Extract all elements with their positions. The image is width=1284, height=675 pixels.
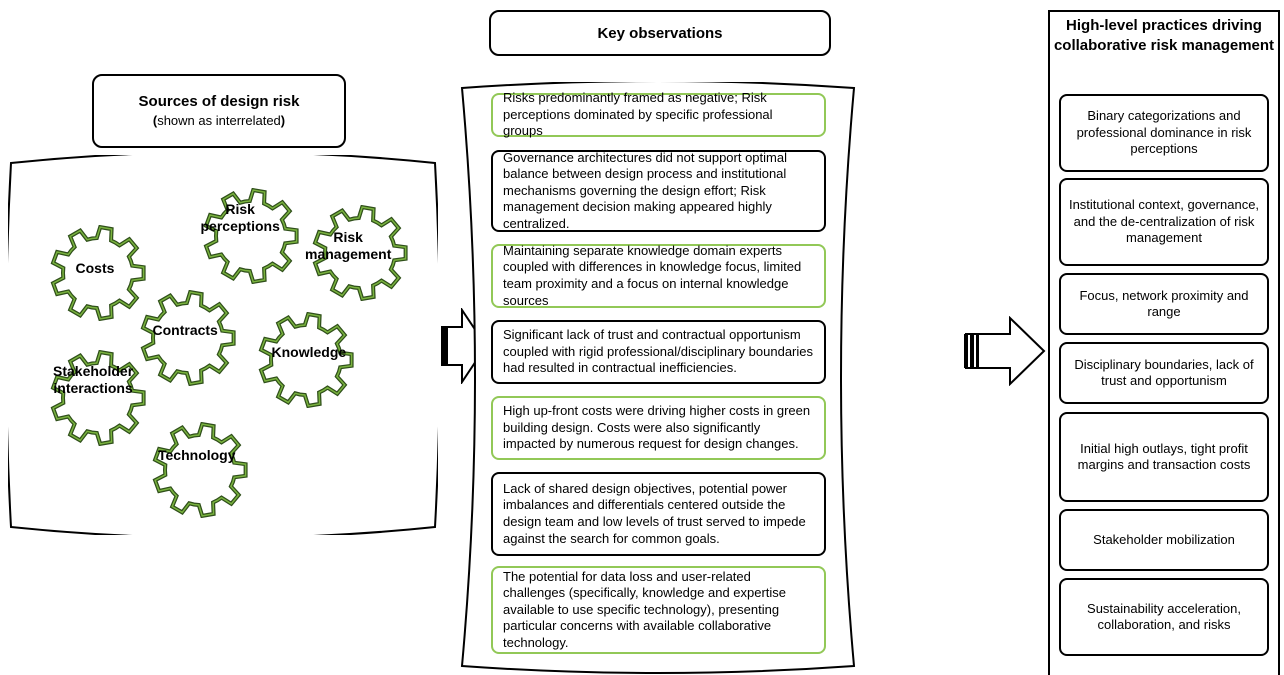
gear-label: Risk perceptions — [200, 201, 280, 234]
gear-icon — [50, 350, 146, 446]
practice-item: Disciplinary boundaries, lack of trust a… — [1059, 342, 1269, 404]
observation-item: Maintaining separate knowledge domain ex… — [491, 243, 826, 308]
practices-title: High-level practices driving collaborati… — [1053, 17, 1275, 54]
observation-item: Lack of shared design objectives, potent… — [491, 472, 826, 556]
gear-icon — [152, 422, 248, 518]
gear-label: Costs — [75, 259, 115, 276]
observation-item: High up-front costs were driving higher … — [491, 396, 826, 460]
observations-title: Key observations — [597, 24, 723, 42]
sources-title-box: Sources of design risk (shown as interre… — [92, 74, 346, 148]
arrow-right-icon — [964, 316, 1046, 386]
gear-icon — [312, 205, 408, 301]
gear-label: Contracts — [152, 321, 218, 338]
practice-item: Sustainability acceleration, collaborati… — [1059, 578, 1269, 656]
gear-icon — [50, 225, 146, 321]
gear-icon — [258, 312, 354, 408]
sources-subtitle: (shown as interrelated) — [152, 113, 286, 128]
observations-title-box: Key observations — [489, 10, 831, 56]
observation-item: Risks predominantly framed as negative; … — [491, 90, 826, 138]
gear-label: Technology — [158, 446, 236, 463]
gear-icon — [140, 290, 236, 386]
sources-title: Sources of design risk — [138, 93, 300, 110]
practice-item: Initial high outlays, tight profit margi… — [1059, 412, 1269, 502]
practice-item: Institutional context, governance, and t… — [1059, 178, 1269, 266]
observation-item: The potential for data loss and user-rel… — [491, 566, 826, 654]
practice-item: Binary categorizations and professional … — [1059, 94, 1269, 172]
practice-item: Focus, network proximity and range — [1059, 273, 1269, 335]
practice-item: Stakeholder mobilization — [1059, 509, 1269, 571]
practices-panel: High-level practices driving collaborati… — [1048, 10, 1280, 675]
observation-item: Governance architectures did not support… — [491, 150, 826, 232]
gear-label: Knowledge — [271, 343, 347, 360]
gear-label: Stakeholder interactions — [53, 363, 134, 396]
observation-item: Significant lack of trust and contractua… — [491, 320, 826, 384]
gear-icon — [203, 188, 299, 284]
observations-panel: Risks predominantly framed as negative; … — [458, 82, 858, 674]
gear-label: Risk management — [305, 229, 392, 262]
